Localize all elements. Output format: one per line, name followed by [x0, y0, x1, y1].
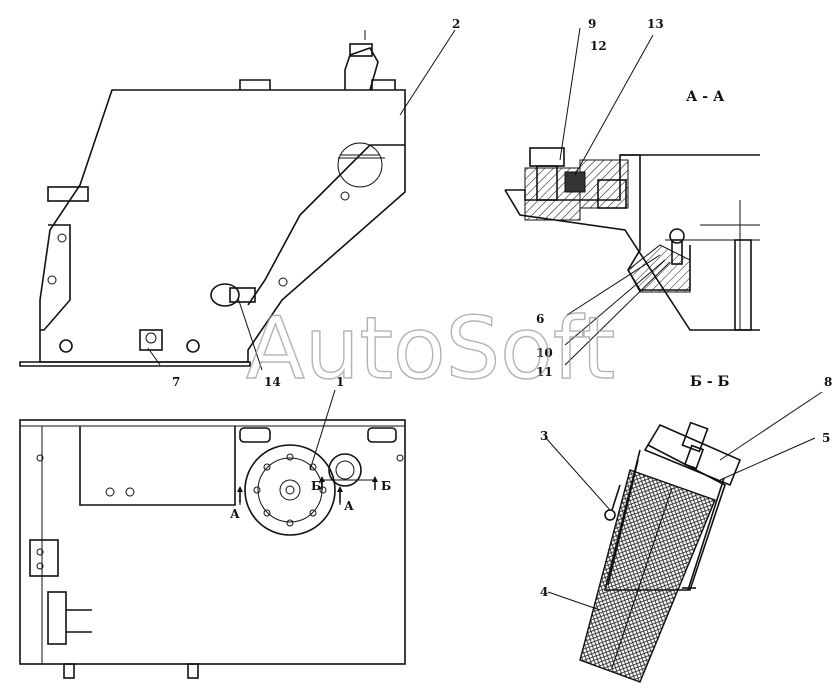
callout-13: 13	[647, 17, 664, 31]
cut-mark-b-left: Б	[311, 479, 321, 493]
cut-mark-a-left: А	[230, 507, 240, 521]
callout-4: 4	[540, 585, 548, 599]
callout-8: 8	[824, 375, 832, 389]
tank-top-view	[19, 419, 406, 679]
cut-mark-a-right: А	[344, 499, 354, 513]
section-a-a	[504, 147, 760, 331]
callout-14: 14	[264, 375, 281, 389]
callout-12: 12	[590, 39, 607, 53]
watermark: AutoSoft	[246, 299, 615, 399]
callout-6: 6	[536, 312, 544, 326]
callout-1: 1	[336, 375, 344, 389]
callout-9: 9	[588, 17, 596, 31]
section-label-aa: А - А	[686, 89, 725, 105]
callout-5: 5	[822, 431, 830, 445]
callout-3: 3	[540, 429, 548, 443]
cut-mark-b-right: Б	[381, 479, 391, 493]
leader-lines	[147, 27, 823, 611]
section-b-b	[579, 421, 742, 683]
callout-7: 7	[172, 375, 180, 389]
callout-11: 11	[536, 365, 553, 379]
section-label-bb: Б - Б	[690, 374, 730, 390]
callout-10: 10	[536, 346, 553, 360]
callout-2: 2	[452, 17, 460, 31]
tank-side-view	[19, 30, 406, 367]
